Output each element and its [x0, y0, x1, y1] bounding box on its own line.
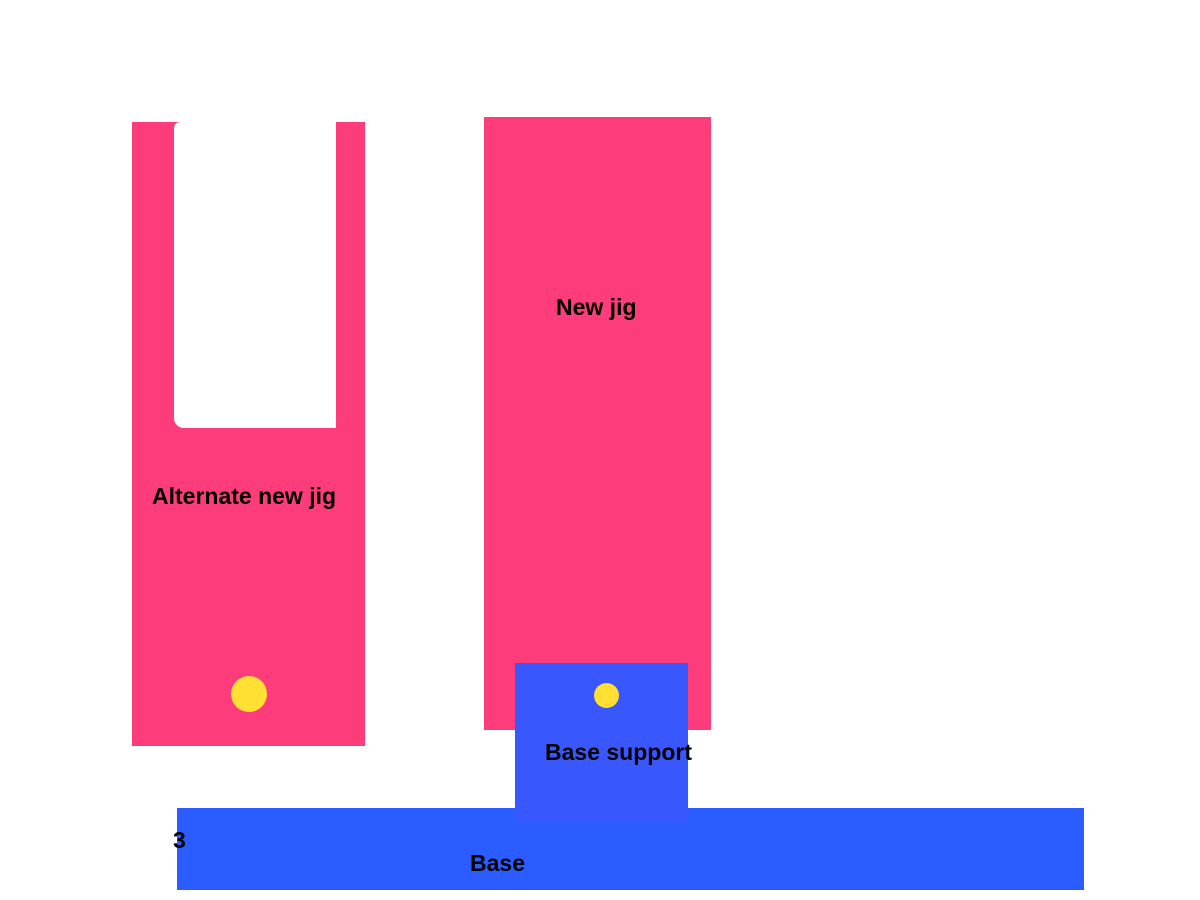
base-bar [177, 808, 1084, 890]
base-support-label: Base support [545, 739, 692, 765]
base-label: Base [470, 850, 525, 876]
base-support-pin-dot [594, 683, 619, 708]
alternate-jig-cutout [174, 122, 336, 428]
alternate-jig-pin-dot [231, 676, 267, 712]
base-corner-text: 3 [173, 827, 186, 853]
alternate-new-jig-label: Alternate new jig [152, 483, 337, 509]
new-jig-label: New jig [556, 294, 637, 320]
new-jig-block [484, 117, 711, 730]
